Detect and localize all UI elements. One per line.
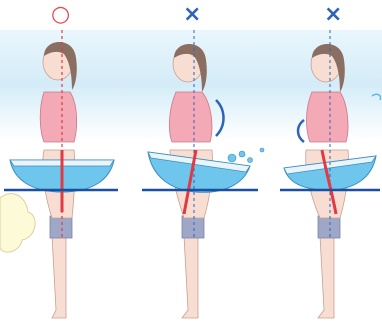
cross-mark-icon: ×: [324, 4, 342, 26]
tank-top: [40, 92, 76, 142]
cross-mark-icon: ×: [183, 4, 201, 26]
legs: [52, 236, 66, 318]
circle-mark-icon: ○: [51, 4, 70, 26]
tank-top: [169, 92, 212, 142]
legs: [182, 236, 198, 318]
water-splash-icon: [228, 148, 264, 163]
tank-top: [307, 92, 349, 142]
leggings: [318, 216, 340, 238]
legs: [318, 236, 334, 318]
leggings: [182, 216, 204, 238]
thought-bubble: [0, 194, 35, 253]
leggings: [50, 216, 72, 238]
